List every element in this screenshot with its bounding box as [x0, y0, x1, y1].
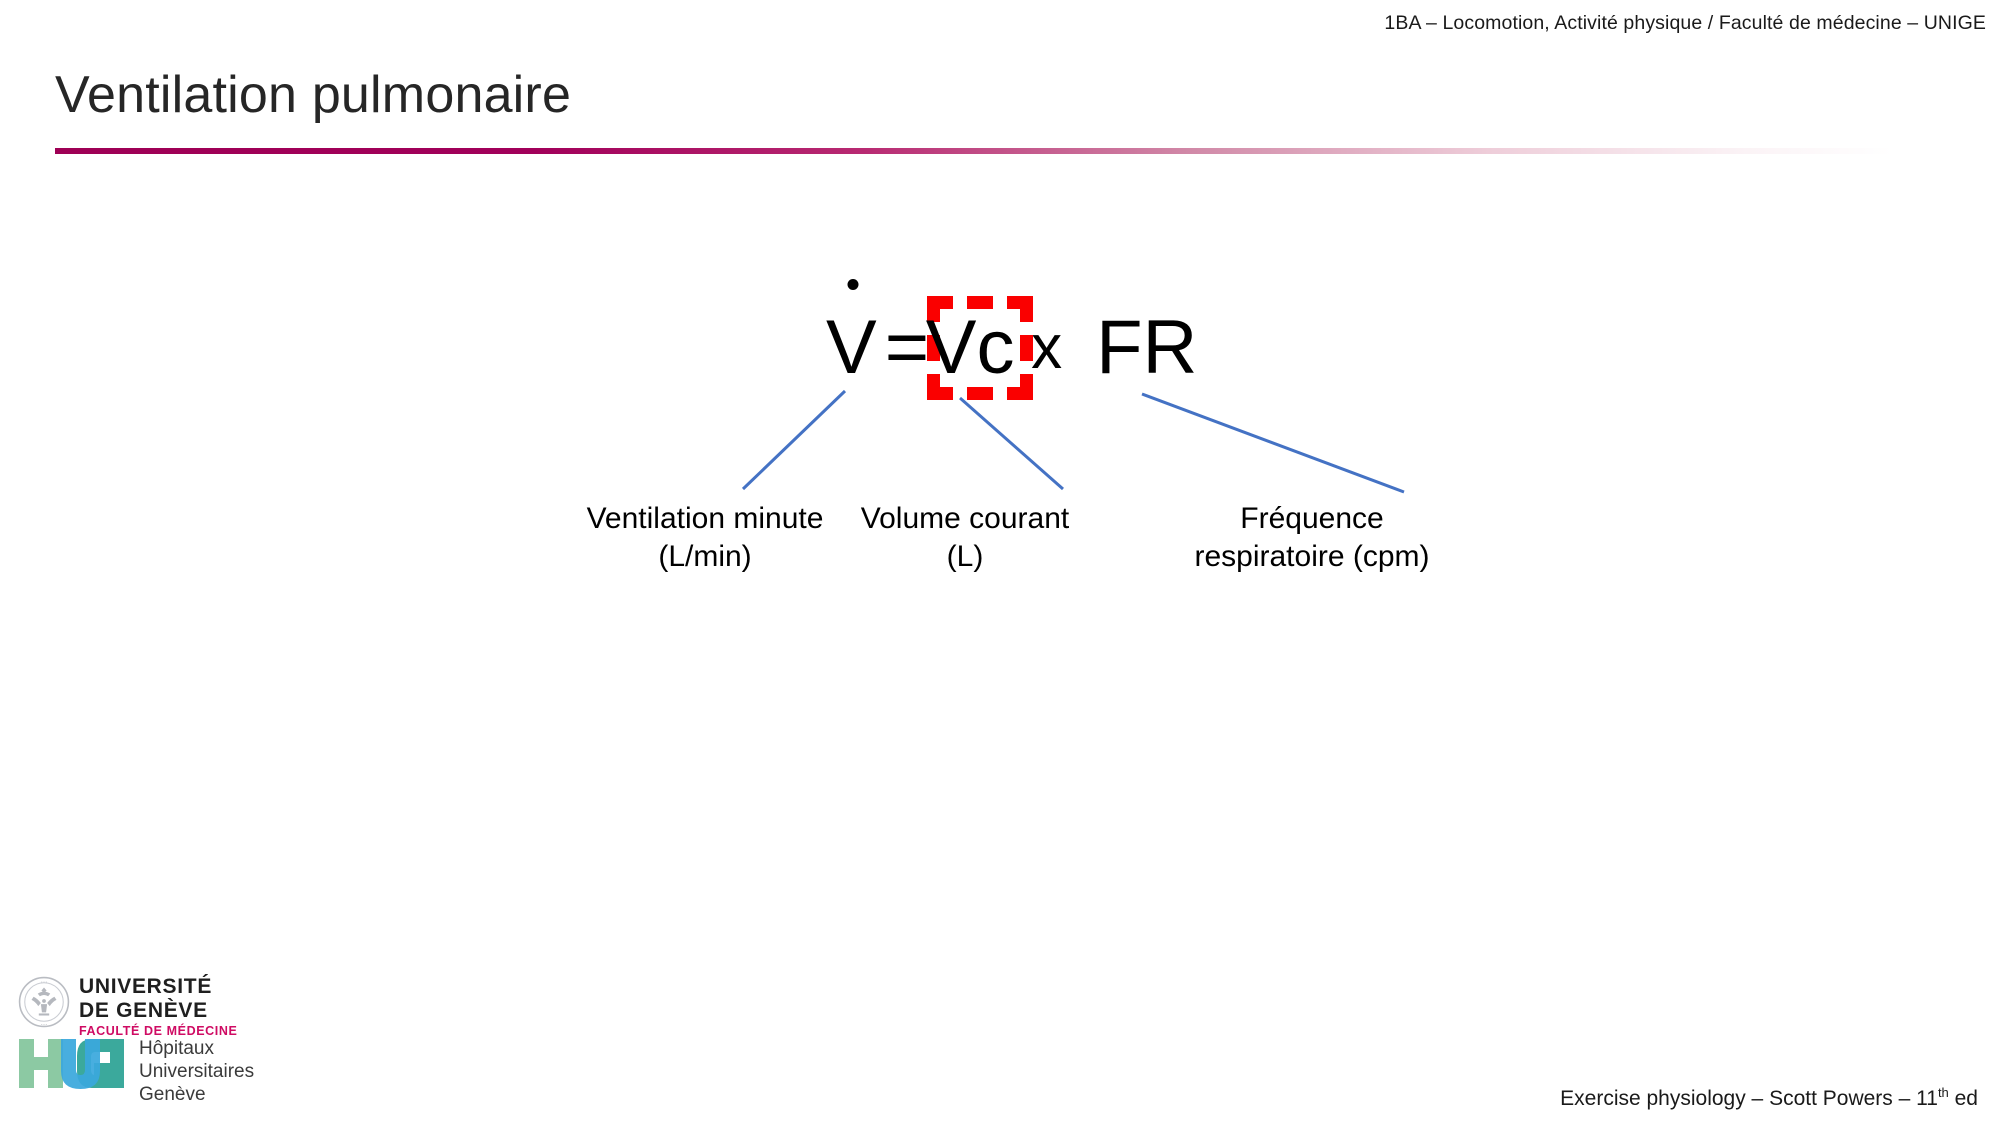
label-line-2: (L/min) — [658, 540, 752, 574]
course-header: 1BA – Locomotion, Activité physique / Fa… — [1384, 12, 1986, 34]
unige-wordmark: UNIVERSITÉ DE GENÈVE FACULTÉ DE MÉDECINE — [79, 975, 318, 1040]
source-ordinal-suffix: th — [1937, 1085, 1949, 1100]
label-frequence-respiratoire: Fréquence respiratoire (cpm) — [1152, 500, 1472, 576]
source-prefix: Exercise physiology – Scott Powers – 11 — [1560, 1087, 1938, 1110]
minute-ventilation-symbol: V — [826, 279, 881, 386]
label-line-2: (L) — [946, 540, 984, 574]
respiratory-rate-symbol: FR — [1096, 305, 1198, 390]
svg-text:• • •: • • • — [41, 980, 48, 984]
institution-logos: • • • • • • UNIVERSITÉ DE GENÈVE FACULTÉ… — [18, 975, 318, 1115]
equals-operator: = — [884, 305, 930, 390]
unige-logo: • • • • • • UNIVERSITÉ DE GENÈVE FACULTÉ… — [18, 975, 318, 1040]
label-volume-courant: Volume courant (L) — [830, 500, 1100, 576]
source-suffix: ed — [1948, 1087, 1978, 1110]
multiply-operator: x — [1031, 313, 1063, 382]
tidal-volume-symbol: Vc — [925, 305, 1015, 390]
hug-line-2: Universitaires — [139, 1061, 255, 1083]
unige-line-1: UNIVERSITÉ — [79, 975, 213, 998]
label-line-2: respiratoire (cpm) — [1194, 540, 1430, 574]
hug-logo: Hôpitaux Universitaires Genève — [18, 1037, 254, 1107]
hug-line-1: Hôpitaux — [139, 1038, 214, 1059]
connector-volume-courant — [959, 396, 1064, 491]
unige-faculty-label: FACULTÉ DE MÉDECINE — [79, 1024, 238, 1039]
connector-ventilation-minute — [741, 389, 847, 491]
tidal-volume-highlighted: Vc — [926, 296, 1034, 400]
label-ventilation-minute: Ventilation minute (L/min) — [570, 500, 840, 576]
overdot-icon — [847, 279, 859, 290]
label-line-1: Volume courant — [860, 502, 1070, 535]
unige-line-2: DE GENÈVE — [79, 998, 208, 1022]
label-line-1: Fréquence — [1240, 502, 1384, 535]
hug-mark-icon — [19, 1039, 124, 1089]
hug-wordmark: Hôpitaux Universitaires Genève — [139, 1037, 254, 1107]
svg-text:• • •: • • • — [41, 1022, 48, 1026]
source-citation: Exercise physiology – Scott Powers – 11t… — [1560, 1085, 1978, 1111]
title-divider — [55, 148, 1893, 154]
hug-line-3: Genève — [139, 1084, 206, 1106]
page-title: Ventilation pulmonaire — [55, 66, 572, 124]
unige-seal-icon: • • • • • • — [18, 976, 70, 1028]
ventilation-equation: V = Vc x FR — [826, 279, 1198, 400]
label-line-1: Ventilation minute — [586, 502, 824, 535]
connector-frequence-respiratoire — [1141, 392, 1405, 494]
minute-ventilation-letter: V — [826, 305, 877, 390]
